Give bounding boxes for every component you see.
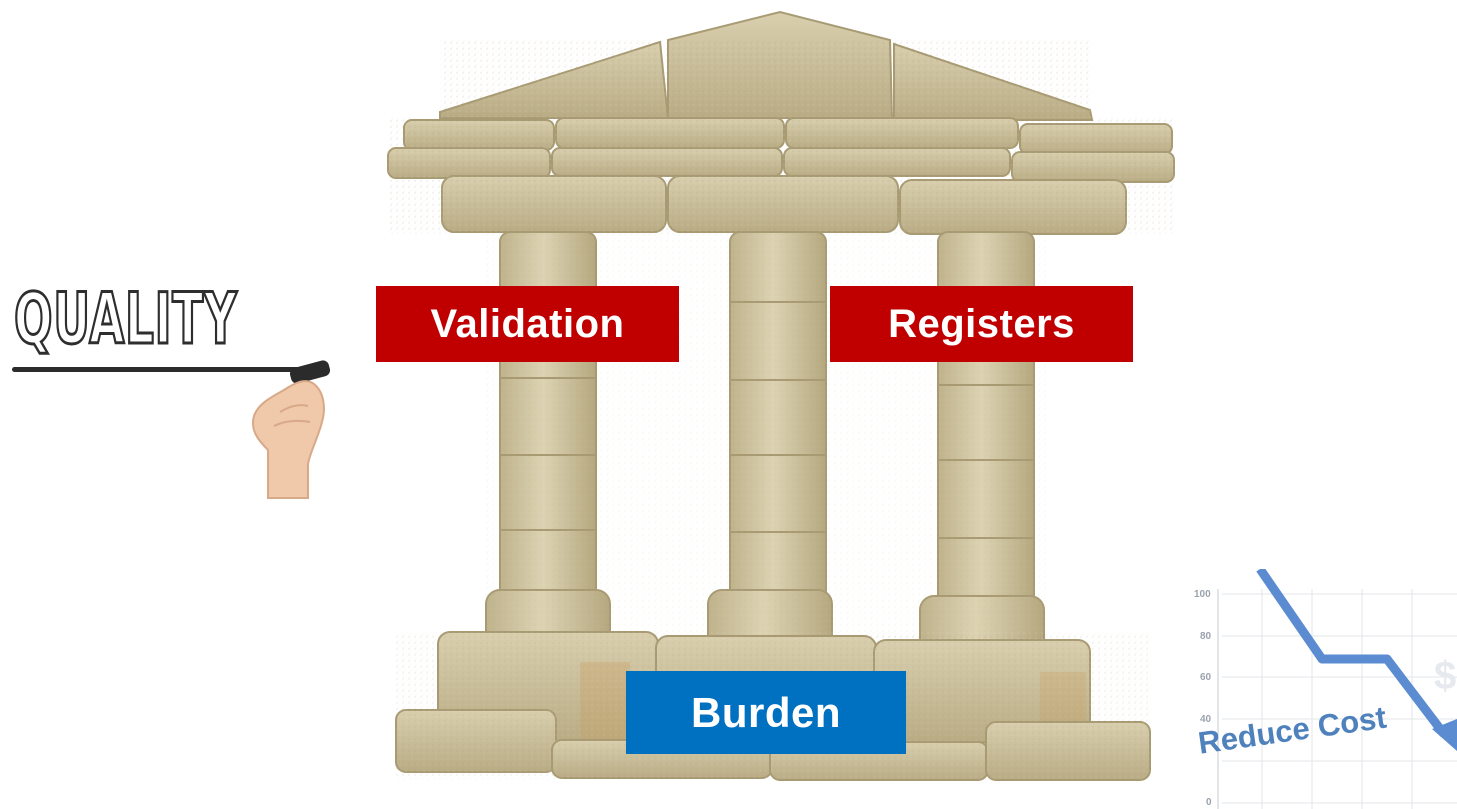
axis-tick-80: 80 [1200,631,1212,642]
registers-label: Registers [888,301,1075,346]
cost-trend-arrowhead [1432,719,1457,751]
axis-tick-0: 0 [1206,797,1212,808]
validation-label: Validation [430,301,625,346]
registers-label-box: Registers [830,286,1133,362]
axis-tick-100: 100 [1194,589,1211,600]
validation-label-box: Validation [376,286,679,362]
axis-tick-40: 40 [1200,714,1212,725]
hand-with-marker-icon [252,360,331,499]
reduce-cost-chart-graphic: $ [1217,569,1457,809]
quality-heading: QUALITY [13,278,238,360]
svg-text:$: $ [1434,654,1456,698]
cost-trend-line [1256,569,1448,737]
burden-label-box: Burden [626,671,906,754]
quality-underline [12,367,317,372]
burden-label: Burden [691,688,841,736]
temple-roof [387,10,1175,235]
axis-tick-60: 60 [1200,672,1212,683]
